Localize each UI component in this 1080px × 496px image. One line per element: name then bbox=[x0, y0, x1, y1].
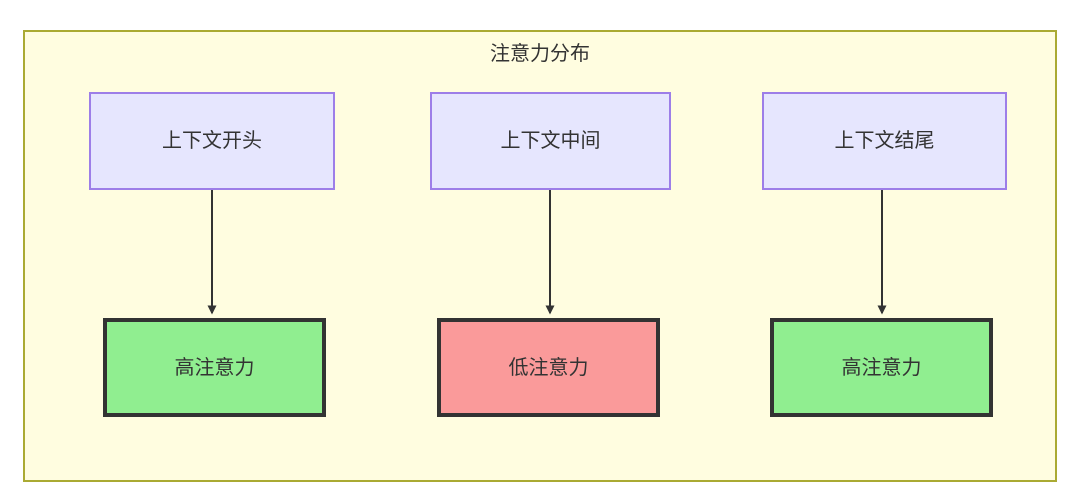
node-context-start[interactable]: 上下文开头 bbox=[89, 92, 335, 190]
node-context-end[interactable]: 上下文结尾 bbox=[762, 92, 1007, 190]
node-context-middle[interactable]: 上下文中间 bbox=[430, 92, 671, 190]
node-high-attention-end[interactable]: 高注意力 bbox=[770, 318, 993, 417]
subgraph-title: 注意力分布 bbox=[490, 43, 590, 65]
node-high-attention-start[interactable]: 高注意力 bbox=[103, 318, 326, 417]
node-low-attention-middle[interactable]: 低注意力 bbox=[437, 318, 660, 417]
